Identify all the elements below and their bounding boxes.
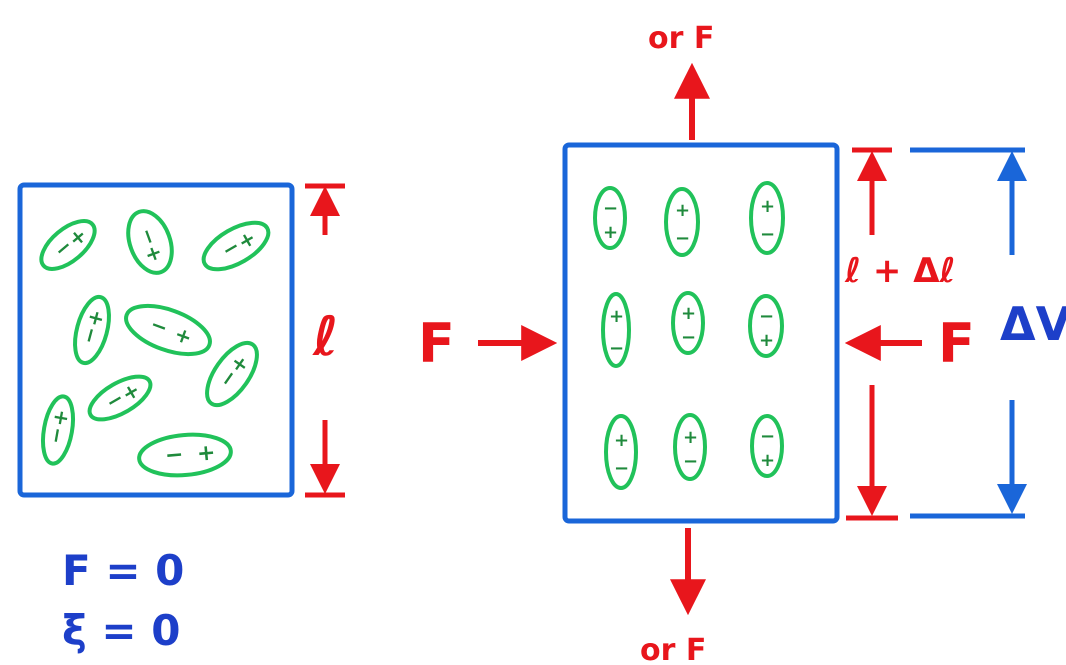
svg-text:−: − xyxy=(759,306,774,327)
left-box xyxy=(17,182,295,498)
dipole: −+ xyxy=(201,220,271,272)
polarization-equation: ξ = 0 xyxy=(62,606,180,655)
dipole: +− xyxy=(671,291,705,355)
svg-text:−: − xyxy=(675,228,690,249)
svg-text:+: + xyxy=(81,307,109,329)
force-arrows xyxy=(478,62,922,616)
force-equation: F = 0 xyxy=(62,546,184,595)
random-dipoles: −+ −+ −+ −+ −+ −+ −+ −+ −+ xyxy=(39,209,271,478)
svg-text:+: + xyxy=(760,450,775,471)
length-dimension-right xyxy=(846,147,898,521)
length-label-right: ℓ + Δℓ xyxy=(844,251,956,291)
svg-text:−: − xyxy=(614,458,629,479)
svg-text:+: + xyxy=(196,440,217,467)
dipole: −+ xyxy=(87,374,153,422)
svg-text:−: − xyxy=(609,338,624,359)
svg-text:+: + xyxy=(47,407,74,428)
unstressed-crystal: −+ −+ −+ −+ −+ −+ −+ −+ −+ ℓ F = 0 ξ = 0 xyxy=(17,182,345,655)
dipole: −+ xyxy=(593,186,627,250)
svg-text:+: + xyxy=(760,196,775,217)
svg-text:−: − xyxy=(760,426,775,447)
aligned-dipoles: −+ +− +− +− +− −+ +− +− −+ xyxy=(593,181,785,490)
svg-text:+: + xyxy=(759,330,774,351)
dipole: +− xyxy=(673,413,707,481)
force-label-top: or F xyxy=(648,21,714,56)
svg-text:−: − xyxy=(603,198,618,219)
voltage-label: ΔV xyxy=(1000,297,1066,351)
svg-text:−: − xyxy=(43,425,70,446)
svg-text:−: − xyxy=(164,442,185,469)
length-label-left: ℓ xyxy=(312,305,338,368)
dipole: −+ xyxy=(73,294,111,366)
svg-text:−: − xyxy=(760,224,775,245)
dipole: −+ xyxy=(41,394,75,466)
stressed-crystal: −+ +− +− +− +− −+ +− +− −+ F F or F or F xyxy=(418,21,1066,665)
force-label-bottom: or F xyxy=(640,633,706,665)
svg-text:−: − xyxy=(135,224,163,248)
dipole: −+ xyxy=(39,219,97,271)
length-dimension-left xyxy=(305,183,345,498)
voltage-dimension xyxy=(910,147,1027,519)
svg-text:+: + xyxy=(609,306,624,327)
dipole: −+ xyxy=(124,303,212,357)
svg-text:−: − xyxy=(683,451,698,472)
svg-text:−: − xyxy=(76,324,104,346)
force-label-right: F xyxy=(938,312,975,375)
right-box xyxy=(562,142,840,524)
dipole: −+ xyxy=(126,209,174,275)
svg-text:+: + xyxy=(614,430,629,451)
dipole: −+ xyxy=(750,414,784,478)
dipole: +− xyxy=(749,181,785,255)
svg-text:+: + xyxy=(171,321,195,349)
force-label-left: F xyxy=(418,312,455,375)
svg-text:+: + xyxy=(675,200,690,221)
dipole: −+ xyxy=(137,432,233,478)
dipole: +− xyxy=(664,187,700,257)
dipole: +− xyxy=(604,414,638,490)
svg-text:−: − xyxy=(147,312,171,340)
svg-text:−: − xyxy=(681,327,696,348)
dipole: −+ xyxy=(748,294,784,358)
svg-text:+: + xyxy=(681,303,696,324)
svg-text:+: + xyxy=(140,242,168,266)
dipole: +− xyxy=(601,292,631,368)
svg-text:+: + xyxy=(603,222,618,243)
svg-text:+: + xyxy=(683,427,698,448)
